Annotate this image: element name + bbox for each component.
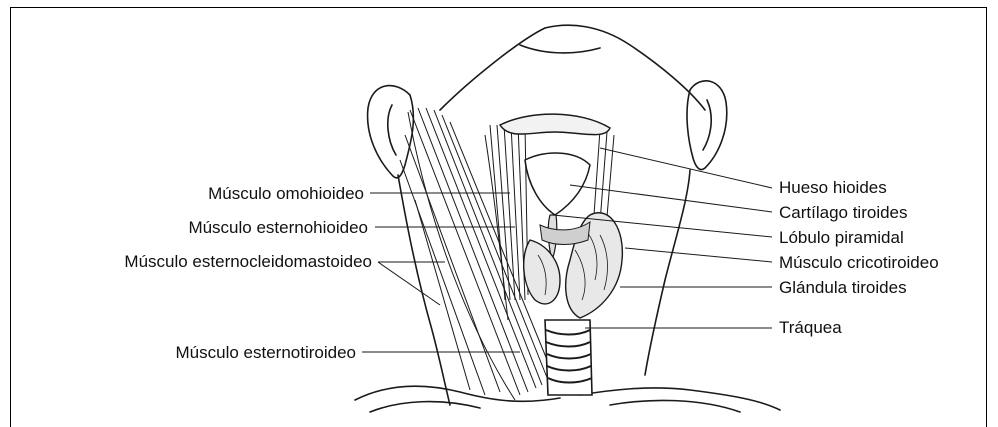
label-sternocleidomastoid: Músculo esternocleidomastoideo (124, 252, 372, 272)
label-sternothyroid: Músculo esternotiroideo (176, 343, 356, 363)
label-cricothyroid: Músculo cricotiroideo (779, 253, 939, 273)
label-hyoid-bone: Hueso hioides (779, 178, 887, 198)
label-trachea: Tráquea (779, 318, 842, 338)
left-shoulder (355, 386, 560, 401)
label-pyramidal-lobe: Lóbulo piramidal (779, 228, 904, 248)
right-ear (687, 81, 727, 170)
left-ear (368, 86, 414, 178)
thyroid-cartilage (525, 153, 590, 215)
label-sternohyoid: Músculo esternohioideo (188, 218, 368, 238)
label-omohyoid: Músculo omohioideo (208, 184, 364, 204)
jaw-outline (440, 25, 705, 110)
label-thyroid-gland: Glándula tiroides (779, 278, 907, 298)
right-shoulder (580, 388, 780, 410)
label-thyroid-cartilage: Cartílago tiroides (779, 203, 908, 223)
hyoid-bone (500, 114, 610, 135)
chin-line (520, 45, 600, 53)
neck-left-side (398, 175, 450, 405)
neck-right-side (645, 170, 690, 375)
